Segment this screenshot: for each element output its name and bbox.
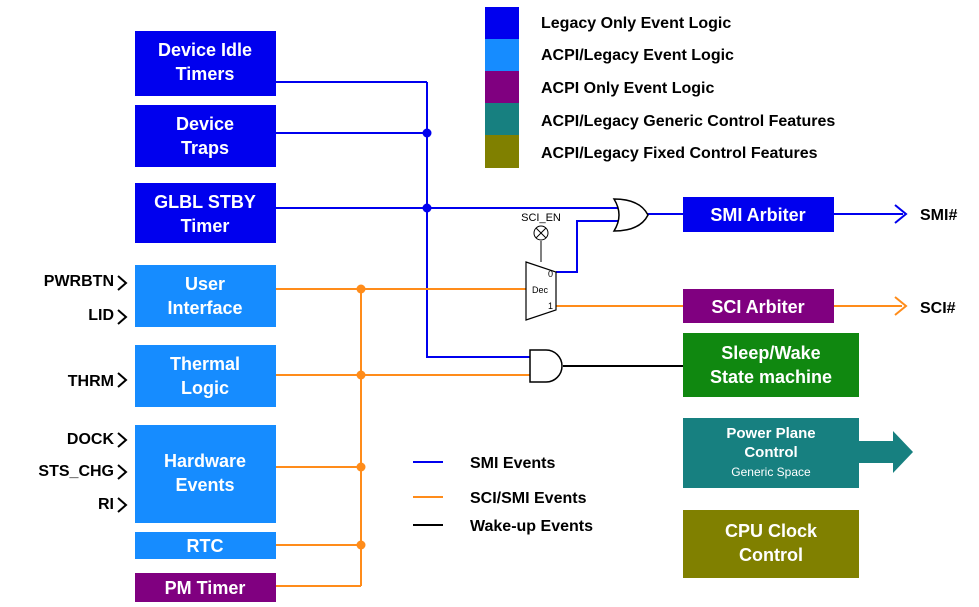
- sleep-wake-line1: Sleep/Wake: [721, 343, 820, 363]
- hw-line1: Hardware: [164, 451, 246, 471]
- legend-swatch-acpi-only: [485, 71, 519, 103]
- input-lid: LID: [88, 307, 114, 324]
- chevron-right-icon: [117, 372, 128, 388]
- glbl-line2: Timer: [181, 216, 230, 236]
- block-device-idle-timers: Device Idle Timers: [135, 31, 276, 96]
- rtc-label: RTC: [187, 536, 224, 556]
- legend-swatch-generic: [485, 103, 519, 135]
- wake-and-gate: [529, 349, 563, 383]
- ui-line2: Interface: [167, 298, 242, 318]
- idle-timers-line2: Timers: [176, 64, 235, 84]
- color-legend: Legacy Only Event Logic ACPI/Legacy Even…: [485, 7, 835, 168]
- block-pm-timer: PM Timer: [135, 573, 276, 602]
- power-plane-line2: Control: [744, 444, 797, 461]
- glbl-line1: GLBL STBY: [154, 192, 256, 212]
- legend-label-legacy-only: Legacy Only Event Logic: [541, 15, 731, 32]
- input-signals: PWRBTN LID THRM DOCK STS_CHG RI: [38, 273, 128, 513]
- dec-label: Dec: [532, 285, 549, 295]
- sleep-wake-line2: State machine: [710, 367, 832, 387]
- dec-output-1: 1: [548, 301, 553, 311]
- traps-line1: Device: [176, 114, 234, 134]
- legend-swatch-fixed: [485, 135, 519, 168]
- cpu-clock-line2: Control: [739, 545, 803, 565]
- block-power-plane: Power Plane Control Generic Space: [683, 418, 913, 488]
- sci-decoder: SCI_EN Dec 0 1: [521, 212, 561, 321]
- dec-output-0: 0: [548, 269, 553, 279]
- block-thermal-logic: Thermal Logic: [135, 345, 276, 407]
- legend-label-fixed: ACPI/Legacy Fixed Control Features: [541, 145, 818, 162]
- block-user-interface: User Interface: [135, 265, 276, 327]
- chevron-right-icon: [117, 309, 128, 325]
- block-device-traps: Device Traps: [135, 105, 276, 167]
- cpu-clock-line1: CPU Clock: [725, 521, 818, 541]
- smi-or-gate: [612, 198, 649, 232]
- input-pwrbtn: PWRBTN: [44, 273, 114, 290]
- input-dock: DOCK: [67, 431, 115, 448]
- block-glbl-stby-timer: GLBL STBY Timer: [135, 183, 276, 243]
- chevron-right-icon: [117, 275, 128, 291]
- block-sleep-wake: Sleep/Wake State machine: [683, 333, 859, 397]
- traps-line2: Traps: [181, 138, 229, 158]
- block-smi-arbiter: SMI Arbiter: [683, 197, 834, 232]
- legend-label-generic: ACPI/Legacy Generic Control Features: [541, 113, 835, 130]
- line-legend-sci-smi: SCI/SMI Events: [470, 490, 587, 507]
- smi-wires: [276, 81, 908, 358]
- sci-en-label: SCI_EN: [521, 212, 561, 224]
- power-plane-line1: Power Plane: [726, 425, 815, 442]
- legend-label-acpi-legacy: ACPI/Legacy Event Logic: [541, 47, 734, 64]
- junction-dots: [356, 128, 432, 550]
- line-legend-wake: Wake-up Events: [470, 518, 593, 535]
- legend-swatch-acpi-legacy: [485, 39, 519, 71]
- legend-swatch-legacy-only: [485, 7, 519, 39]
- input-thrm: THRM: [68, 373, 114, 390]
- thermal-line2: Logic: [181, 378, 229, 398]
- hw-line2: Events: [175, 475, 234, 495]
- ui-line1: User: [185, 274, 225, 294]
- line-legend-smi: SMI Events: [470, 455, 555, 472]
- idle-timers-line1: Device Idle: [158, 40, 252, 60]
- line-legend: SMI Events SCI/SMI Events Wake-up Events: [413, 455, 593, 535]
- legend-label-acpi-only: ACPI Only Event Logic: [541, 80, 714, 97]
- block-hardware-events: Hardware Events: [135, 425, 276, 523]
- sci-arbiter-label: SCI Arbiter: [711, 297, 804, 317]
- input-sts-chg: STS_CHG: [38, 463, 114, 480]
- input-ri: RI: [98, 496, 114, 513]
- power-plane-sub: Generic Space: [731, 465, 811, 479]
- chevron-right-icon: [117, 497, 128, 513]
- block-cpu-clock: CPU Clock Control: [683, 510, 859, 578]
- block-sci-arbiter: SCI Arbiter: [683, 289, 834, 323]
- sci-wires: [276, 288, 908, 587]
- thermal-line1: Thermal: [170, 354, 240, 374]
- output-sci: SCI#: [920, 300, 956, 317]
- arrow-right-icon: [859, 431, 913, 473]
- smi-arbiter-label: SMI Arbiter: [710, 205, 805, 225]
- chevron-right-icon: [117, 464, 128, 480]
- output-smi: SMI#: [920, 207, 957, 224]
- chevron-right-icon: [117, 432, 128, 448]
- block-rtc: RTC: [135, 532, 276, 559]
- pm-timer-label: PM Timer: [165, 578, 246, 598]
